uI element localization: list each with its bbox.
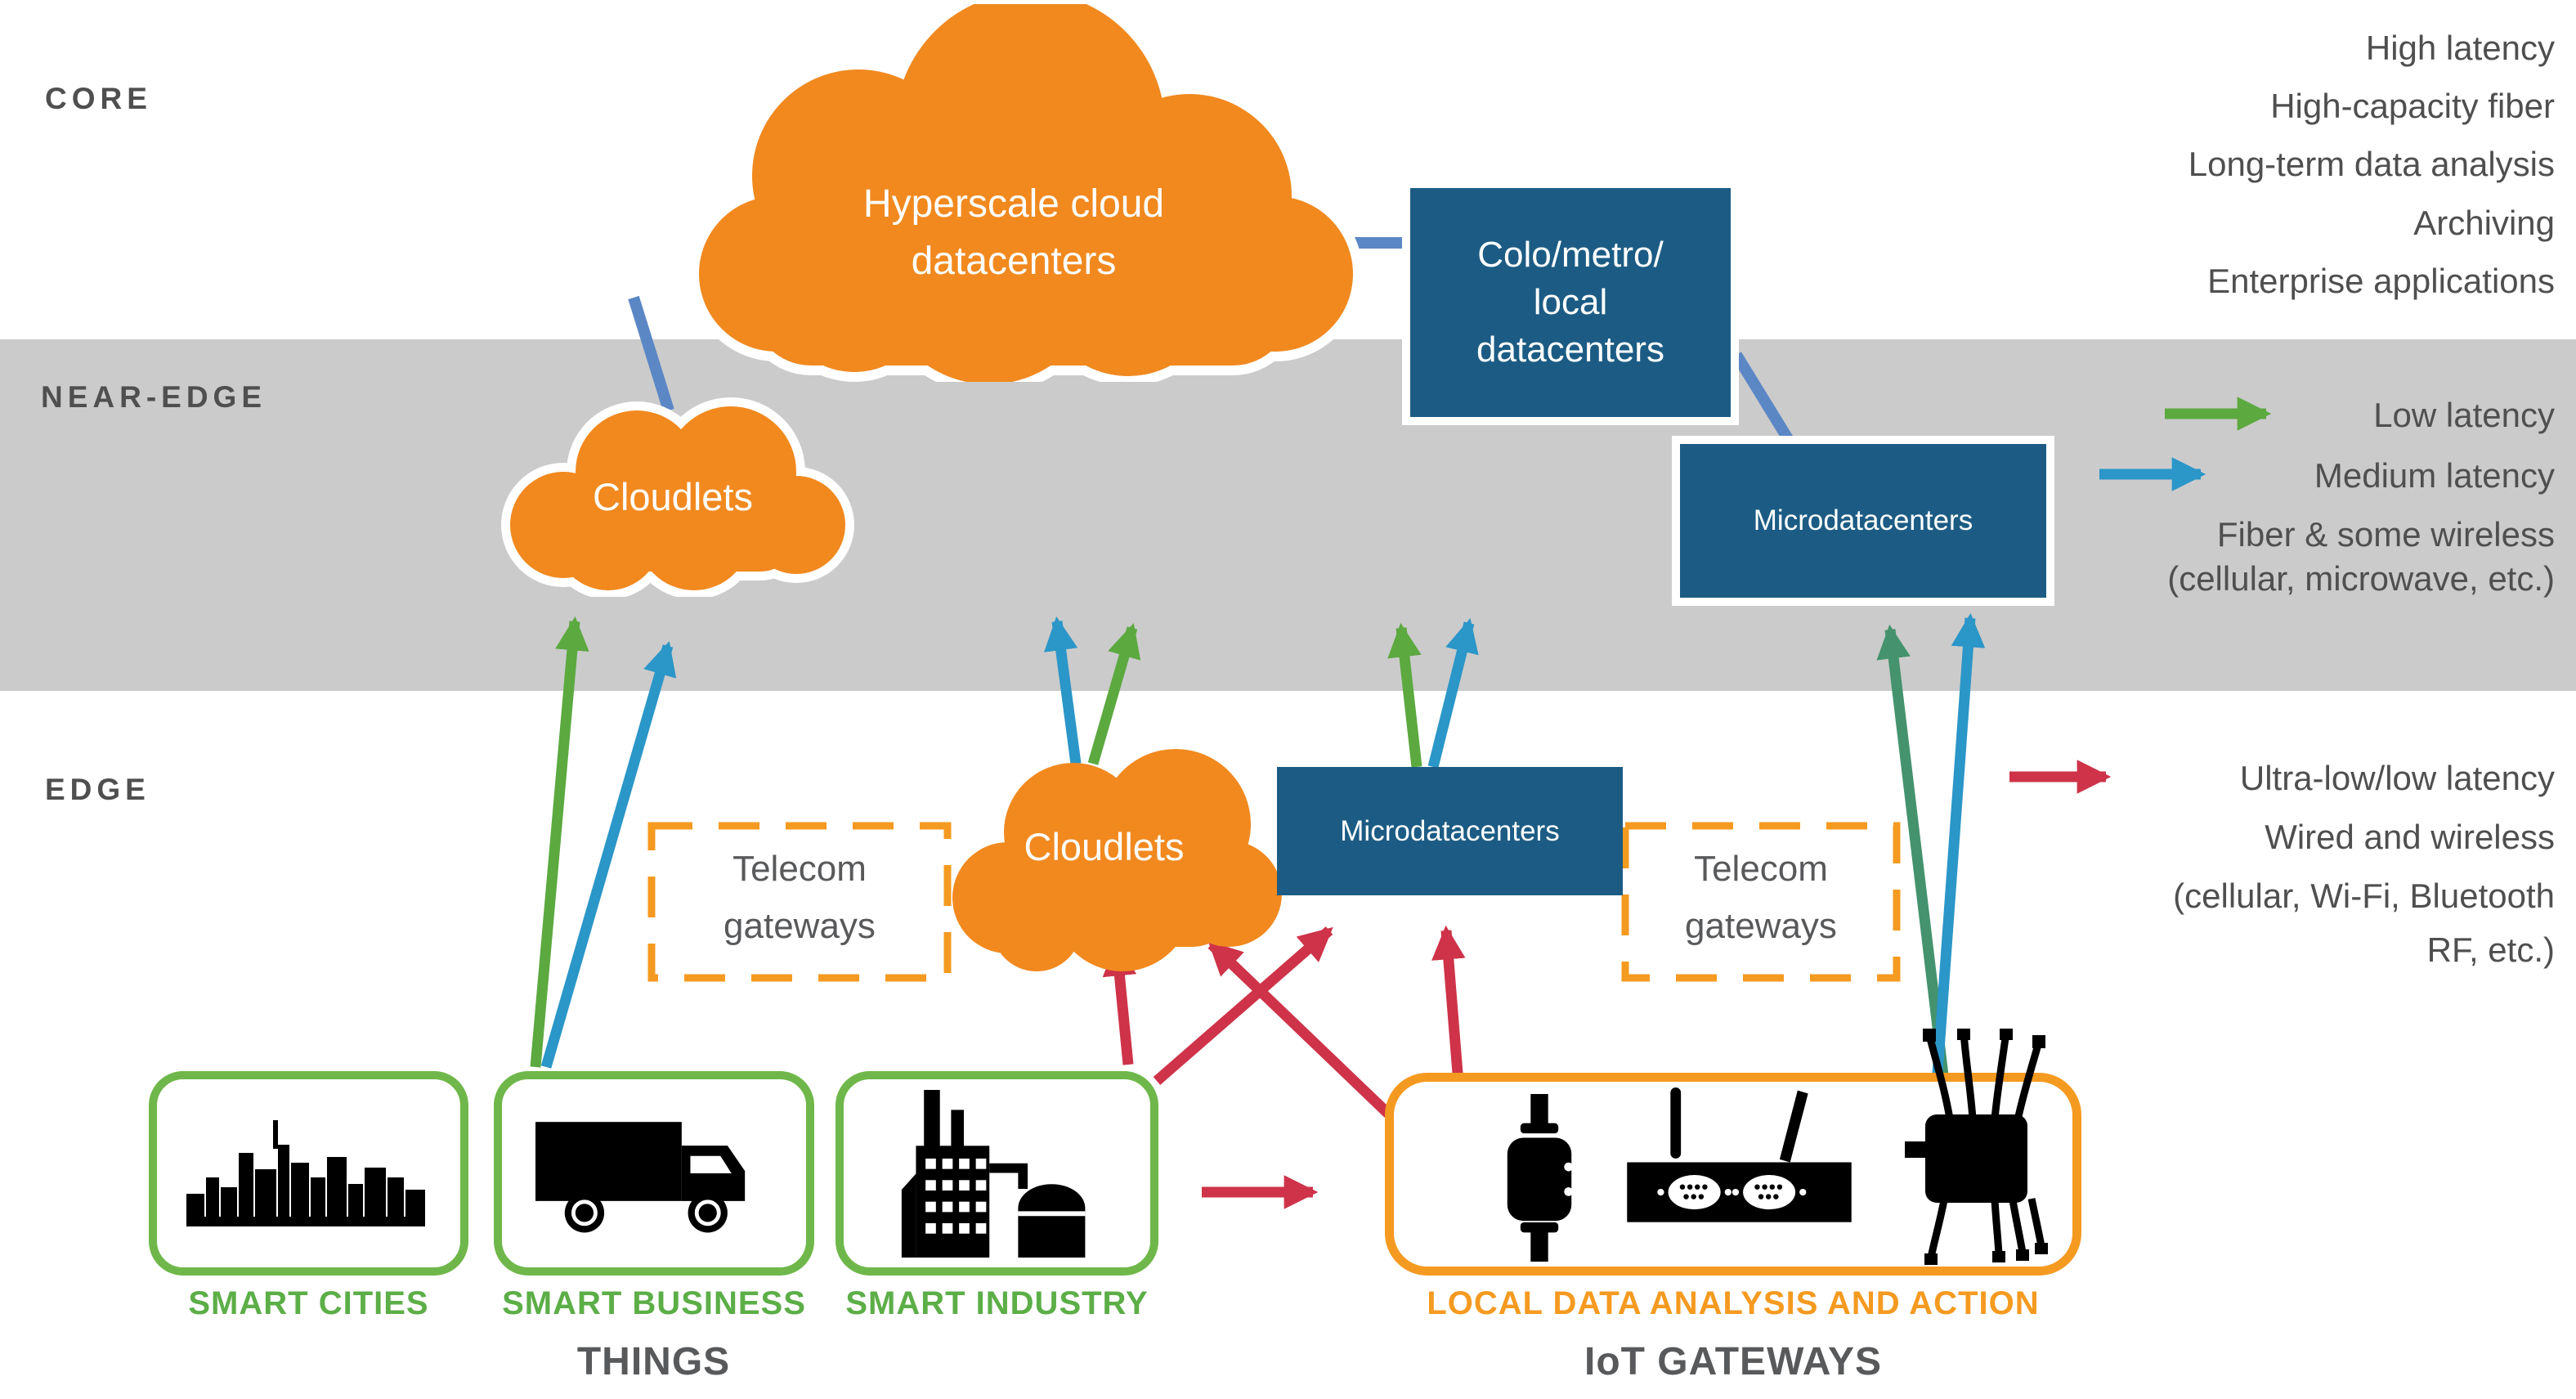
arrow-things-to-cloudlets-blue bbox=[540, 641, 677, 1069]
hyperscale-label: Hyperscale cloud datacenters bbox=[736, 176, 1292, 290]
legend-ultra-low-latency: Ultra-low/low latency bbox=[2239, 759, 2555, 797]
link-colo-microdatacenters bbox=[1732, 352, 1799, 451]
colo-label-line1: Colo/metro/ bbox=[1477, 234, 1664, 275]
legend-medium-latency: Medium latency bbox=[2314, 456, 2555, 495]
colo-label-line2: local bbox=[1533, 281, 1608, 322]
telecom-right-line1: Telecom bbox=[1694, 849, 1828, 889]
telecom-left-line2: gateways bbox=[724, 906, 876, 947]
legend-edge-note2: (cellular, Wi-Fi, Bluetooth bbox=[2173, 877, 2555, 915]
layer-label-edge: EDGE bbox=[45, 773, 150, 806]
arrow-iot-to-cloudlets-red bbox=[1207, 940, 1392, 1118]
legend-low-latency: Low latency bbox=[2373, 396, 2555, 434]
microdatacenters-near-label: Microdatacenters bbox=[1753, 504, 1973, 536]
smart-cities-label: SMART CITIES bbox=[188, 1285, 429, 1321]
layer-label-core: CORE bbox=[45, 82, 152, 115]
cloudlets-near-label: Cloudlets bbox=[593, 475, 753, 518]
cloudlets-near-cloud-shape bbox=[501, 397, 854, 597]
legend-edge-note3: RF, etc.) bbox=[2426, 930, 2555, 969]
hyperscale-label-line1: Hyperscale cloud bbox=[862, 182, 1165, 226]
core-note: Long-term data analysis bbox=[2188, 145, 2555, 183]
legend-edge-note1: Wired and wireless bbox=[2265, 818, 2555, 856]
near-edge-band bbox=[0, 339, 2576, 691]
hyperscale-label-line2: datacenters bbox=[911, 240, 1117, 283]
factory-icon bbox=[901, 1089, 1085, 1258]
microdatacenters-edge-box: Microdatacenters bbox=[1277, 767, 1623, 895]
controller-icon bbox=[1905, 1029, 2048, 1265]
telecom-gateways-left-label: Telecom gateways bbox=[652, 841, 948, 956]
smart-industry-box bbox=[836, 1071, 1158, 1276]
hyperscale-cloud-shape bbox=[689, 4, 1363, 382]
arrow-edge-micro-up-blue bbox=[1427, 617, 1479, 769]
arrow-edge-cloudlets-up-green bbox=[1087, 623, 1141, 765]
core-note: Archiving bbox=[2413, 204, 2555, 242]
telecom-left-line1: Telecom bbox=[732, 849, 867, 889]
sensor-device-icon bbox=[1507, 1094, 1573, 1262]
router-icon bbox=[1627, 1087, 1852, 1222]
things-caption: THINGS bbox=[576, 1340, 731, 1383]
core-note: Enterprise applications bbox=[2207, 262, 2555, 300]
layer-label-near-edge: NEAR-EDGE bbox=[41, 380, 267, 414]
city-icon bbox=[186, 1120, 425, 1226]
colo-metro-datacenters-box: Colo/metro/ local datacenters bbox=[1402, 180, 1739, 425]
smart-industry-label: SMART INDUSTRY bbox=[845, 1285, 1149, 1321]
arrow-things-to-cloudlets-green bbox=[530, 616, 589, 1068]
smart-business-box bbox=[494, 1071, 814, 1276]
legend-near-edge-note1: Fiber & some wireless bbox=[2216, 515, 2555, 554]
link-hyperscale-cloudlets bbox=[628, 295, 674, 413]
arrow-edge-micro-up-green bbox=[1387, 622, 1422, 768]
cloudlets-edge-label: Cloudlets bbox=[1024, 825, 1185, 868]
smart-business-label: SMART BUSINESS bbox=[502, 1285, 806, 1321]
local-data-analysis-label: LOCAL DATA ANALYSIS AND ACTION bbox=[1427, 1285, 2040, 1321]
telecom-gateways-right-label: Telecom gateways bbox=[1625, 841, 1897, 956]
truck-icon bbox=[535, 1122, 746, 1233]
arrow-iot-to-micro-blue bbox=[1930, 612, 1986, 1096]
legend-near-edge-note2: (cellular, microwave, etc.) bbox=[2167, 559, 2555, 598]
arrow-industry-to-micro-red bbox=[1153, 926, 1333, 1085]
smart-cities-box bbox=[149, 1071, 468, 1276]
cloudlets-edge-cloud-shape bbox=[952, 749, 1282, 971]
iot-gateways-caption: IoT GATEWAYS bbox=[1584, 1340, 1883, 1383]
telecom-gateways-box-left bbox=[647, 822, 952, 982]
colo-label-line3: datacenters bbox=[1476, 330, 1664, 370]
core-note: High-capacity fiber bbox=[2270, 87, 2555, 125]
core-note: High latency bbox=[2365, 29, 2555, 67]
telecom-right-line2: gateways bbox=[1685, 906, 1837, 947]
microdatacenters-edge-label: Microdatacenters bbox=[1340, 814, 1560, 847]
telecom-gateways-box-right bbox=[1621, 822, 1901, 982]
arrow-edge-cloudlets-up-blue bbox=[1044, 616, 1082, 765]
microdatacenters-near-box: Microdatacenters bbox=[1672, 436, 2054, 606]
